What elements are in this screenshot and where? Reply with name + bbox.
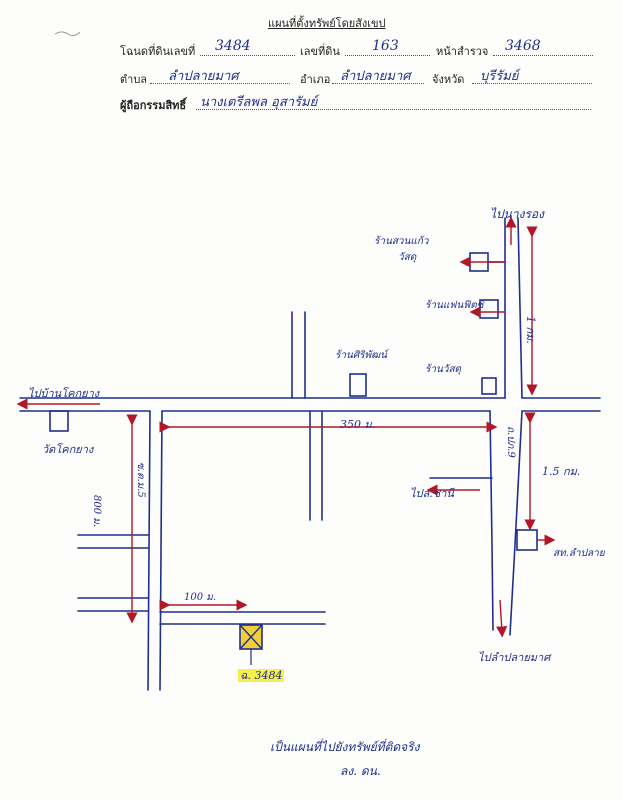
label-shop1-line2: วัสดุ	[398, 252, 417, 263]
label-shop3: ร้านศิริพัฒน์	[335, 350, 388, 361]
land-no-underline	[345, 55, 430, 56]
deed-value: 3484	[215, 38, 251, 54]
label-temple: วัดโคกยาง	[42, 443, 94, 456]
soi-left-edge	[147, 410, 151, 691]
label-road-left: ซ.ต.ม.5	[135, 462, 146, 498]
survey-label: หน้าสำรวจ	[436, 45, 489, 58]
district-underline	[332, 83, 424, 84]
label-to-right: ไปล.ชานี	[410, 487, 454, 500]
parcel-number-highlight: ฉ. 3484	[238, 669, 285, 682]
land-no-label: เลขที่ดิน	[300, 45, 340, 58]
survey-value: 3468	[505, 38, 541, 54]
footer-sign: ลง. ดน.	[340, 764, 381, 778]
label-parcel: ฉ. 3484	[238, 666, 285, 684]
survey-underline	[493, 55, 593, 56]
label-shop4: ร้านวัสดุ	[425, 364, 462, 375]
soi-right-edge	[159, 410, 163, 691]
district-label: อำเภอ	[300, 73, 331, 86]
label-shop2: ร้านแฟนฟิตซ์	[425, 300, 484, 311]
province-underline	[472, 83, 592, 84]
subdistrict-value: ลำปลายมาศ	[168, 69, 239, 84]
label-dist-mid: 350 ม.	[340, 418, 376, 431]
province-value: บุรีรัมย์	[480, 69, 519, 84]
deed-underline	[200, 55, 295, 56]
label-shop1: ร้านสวนแก้ว	[374, 236, 429, 247]
label-office: สท.ลำปลาย	[553, 548, 605, 559]
office-building	[516, 529, 538, 551]
label-dist-right-bottom: 1.5 กม.	[542, 465, 581, 478]
owner-underline	[196, 109, 591, 110]
district-value: ลำปลายมาศ	[340, 69, 411, 84]
arrow-to-bottom	[496, 599, 508, 638]
label-to-bottom: ไปลำปลายมาศ	[478, 651, 551, 664]
highway-left-edge-bottom	[489, 410, 494, 631]
temple-building	[49, 410, 69, 432]
shop4-building	[481, 377, 497, 395]
subdistrict-label: ตำบล	[120, 73, 148, 86]
deed-label: โฉนดที่ดินเลขที่	[120, 45, 196, 58]
document-title: แผนที่ตั้งทรัพย์โดยสังเขป	[268, 17, 386, 30]
highway-right-edge-bottom	[509, 410, 523, 636]
label-to-left: ไปบ้านโคกยาง	[28, 387, 100, 400]
squiggle-mark	[54, 31, 81, 37]
province-label: จังหวัด	[432, 73, 465, 86]
label-dist-left: 800 ม.	[91, 495, 102, 528]
owner-label: ผู้ถือกรรมสิทธิ์	[120, 99, 187, 112]
label-dist-right-top: 1 กม.	[524, 316, 537, 344]
label-road-right: ถ.ปภ.9	[505, 426, 516, 458]
highway-right-edge-top	[517, 217, 523, 399]
subdistrict-underline	[150, 83, 290, 84]
footer-note: เป็นแผนที่ไปยังทรัพย์ที่ติดจริง	[270, 740, 420, 754]
land-no-value: 163	[372, 38, 399, 54]
parcel-marker	[239, 624, 263, 665]
label-dist-bottom: 100 ม.	[184, 592, 217, 603]
owner-value: นางเตรีลพล อุสารัมย์	[200, 95, 318, 110]
label-to-top: ไปนางรอง	[490, 207, 544, 221]
shop3-building	[349, 373, 367, 397]
